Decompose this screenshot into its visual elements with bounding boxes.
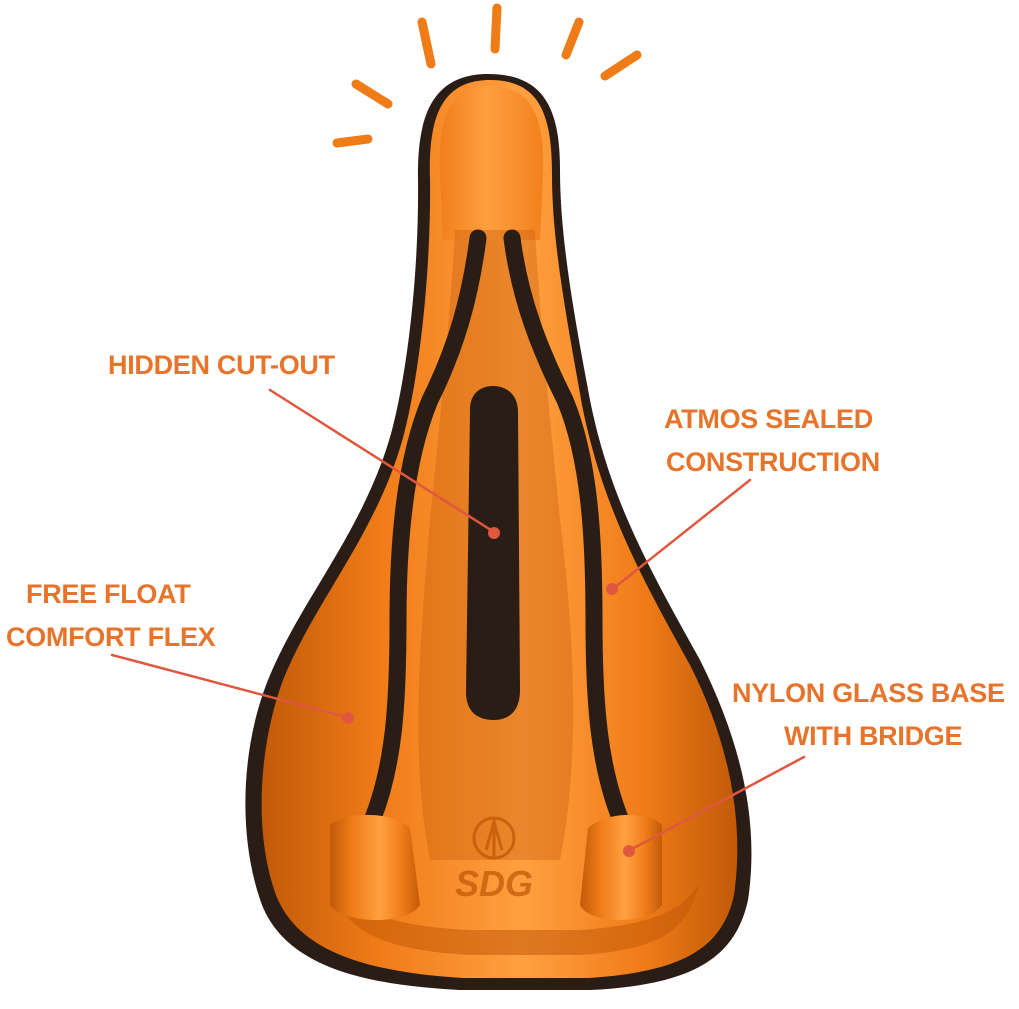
callout-hidden-cutout: HIDDEN CUT-OUT bbox=[108, 344, 335, 387]
dot-free-float bbox=[342, 712, 354, 724]
callout-nylon-base: NYLON GLASS BASE WITH BRIDGE bbox=[732, 672, 1005, 758]
callout-free-float-line-2: COMFORT FLEX bbox=[6, 622, 216, 652]
dot-atmos bbox=[606, 583, 618, 595]
dot-nylon bbox=[623, 845, 635, 857]
rail-clamp-left bbox=[330, 814, 420, 920]
leader-atmos bbox=[612, 478, 752, 590]
leader-lines bbox=[110, 388, 806, 852]
callout-free-float: FREE FLOAT COMFORT FLEX bbox=[6, 573, 216, 659]
callout-hidden-cutout-line-1: HIDDEN CUT-OUT bbox=[108, 350, 335, 380]
saddle-rails bbox=[359, 229, 634, 839]
leader-hidden-cutout bbox=[268, 388, 496, 534]
dot-hidden-cutout bbox=[488, 527, 500, 539]
callout-atmos-line-2: CONSTRUCTION bbox=[666, 447, 880, 477]
leader-free-float bbox=[110, 653, 348, 719]
nylon-base-plate bbox=[330, 880, 700, 955]
saddle-nose bbox=[439, 86, 544, 240]
callout-nylon-line-2: WITH BRIDGE bbox=[784, 721, 963, 751]
callout-free-float-line-1: FREE FLOAT bbox=[26, 579, 191, 609]
callout-atmos-line-1: ATMOS SEALED bbox=[664, 404, 873, 434]
leader-dots bbox=[342, 527, 635, 857]
sdg-brand-mark: SDG bbox=[455, 863, 533, 904]
hidden-cutout-slot bbox=[466, 386, 520, 720]
attention-burst-icon bbox=[332, 3, 642, 148]
leader-nylon bbox=[628, 755, 806, 852]
rail-clamp-right bbox=[580, 814, 662, 920]
sdg-logo-icon bbox=[472, 816, 516, 860]
callout-atmos-sealed: ATMOS SEALED CONSTRUCTION bbox=[664, 398, 880, 484]
callout-nylon-line-1: NYLON GLASS BASE bbox=[732, 678, 1005, 708]
